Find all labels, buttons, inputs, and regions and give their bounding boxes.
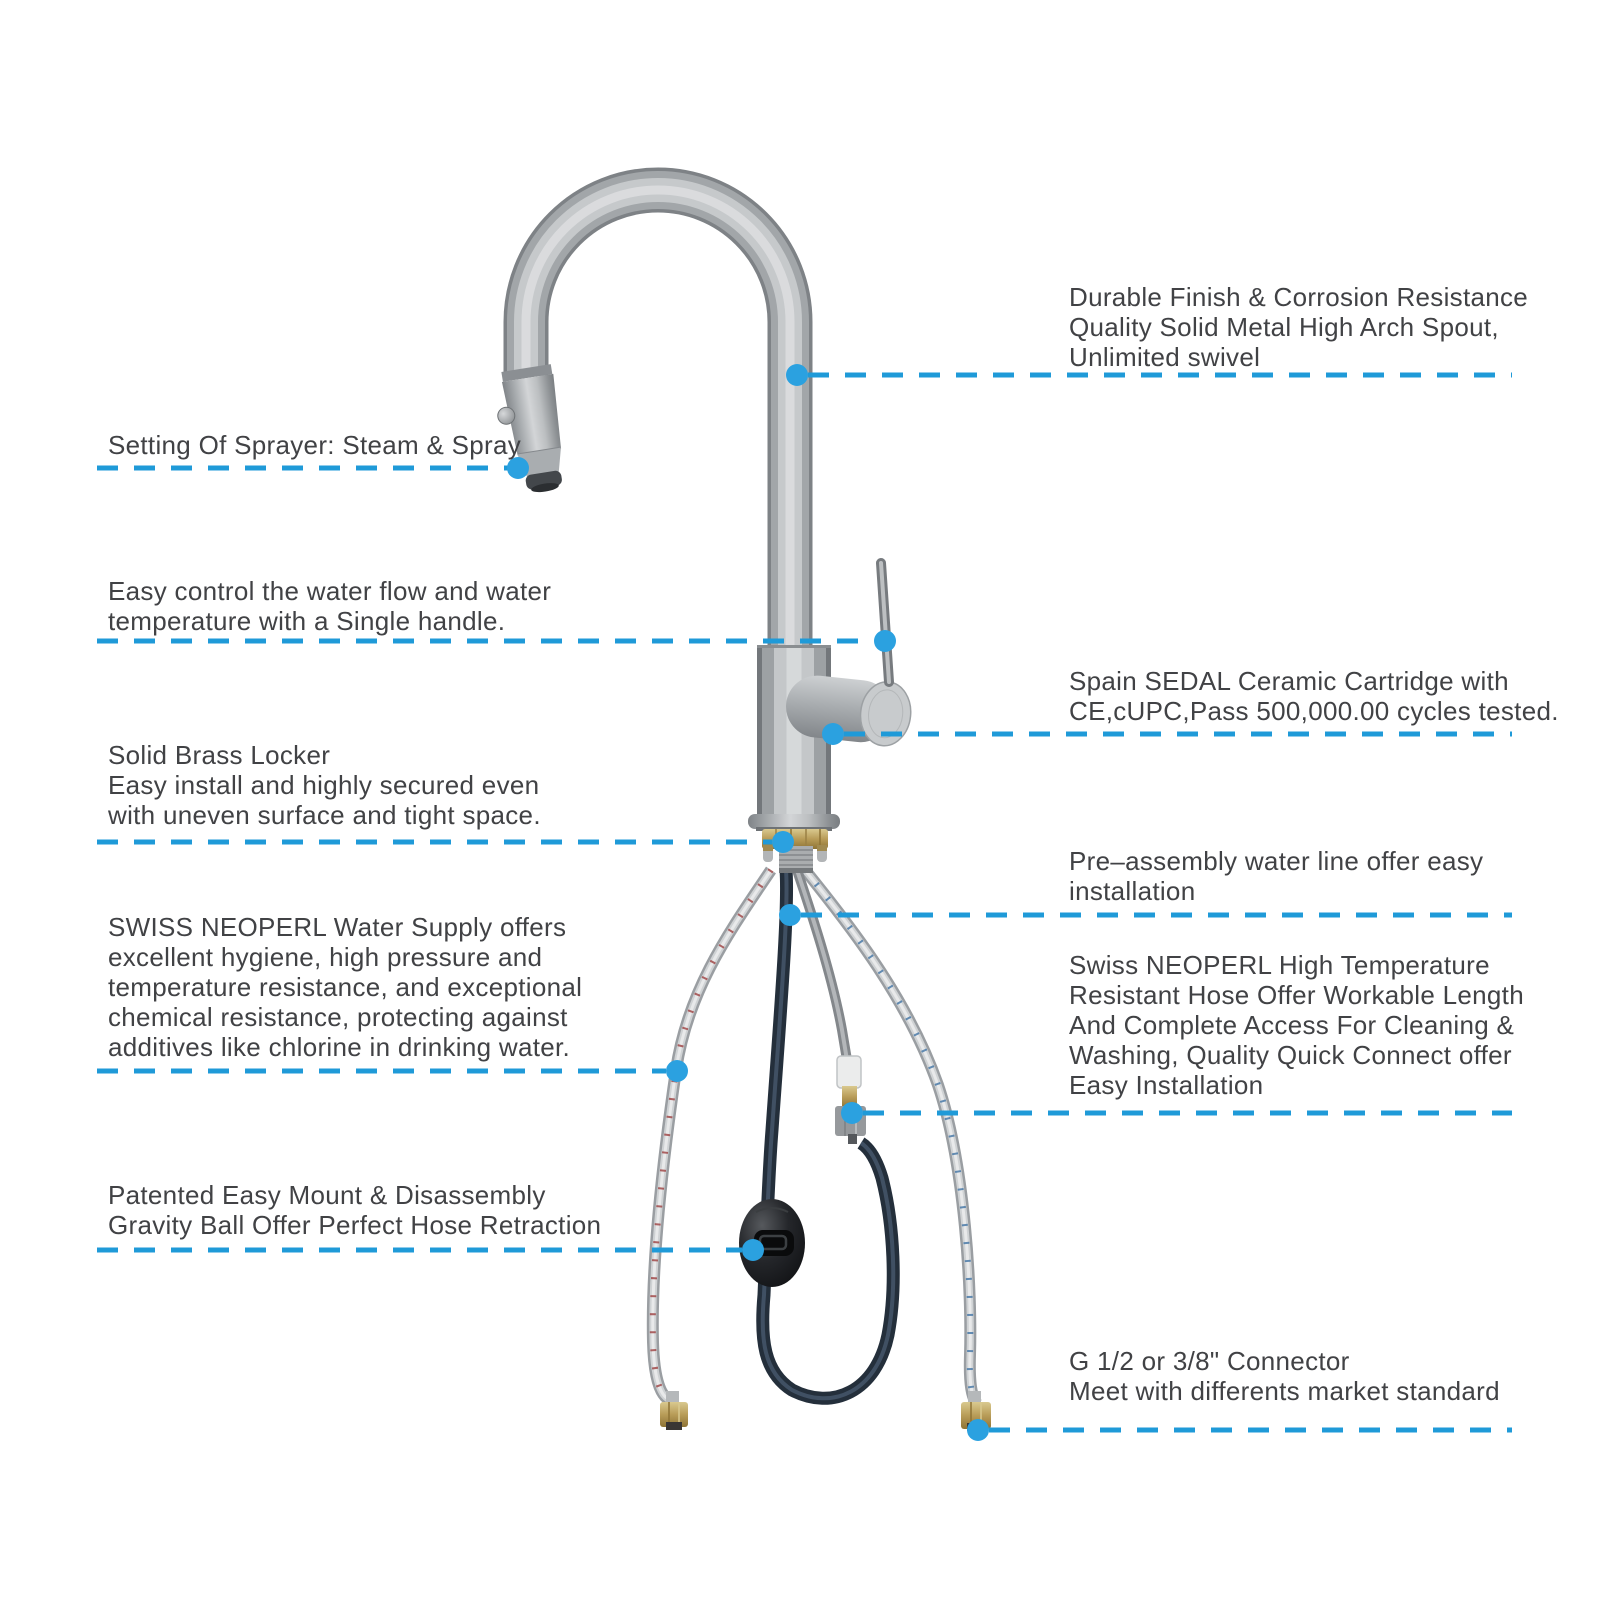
gravity-dot-icon bbox=[742, 1239, 764, 1261]
supply-dot-icon bbox=[666, 1060, 688, 1082]
callout-connector: G 1/2 or 3/8" Connector Meet with differ… bbox=[1069, 1346, 1500, 1406]
callout-single-handle: Easy control the water flow and water te… bbox=[108, 576, 552, 636]
mounting-locker bbox=[762, 829, 828, 873]
sprayer-dot-icon bbox=[507, 457, 529, 479]
waterline-dot-icon bbox=[779, 904, 801, 926]
spout-dot-icon bbox=[786, 364, 808, 386]
callout-ceramic-cartridge: Spain SEDAL Ceramic Cartridge with CE,cU… bbox=[1069, 666, 1559, 726]
cartridge-dot-icon bbox=[822, 723, 844, 745]
callout-resistant-hose: Swiss NEOPERL High Temperature Resistant… bbox=[1069, 950, 1524, 1100]
handle-lever bbox=[876, 558, 894, 687]
locker-dot-icon bbox=[772, 831, 794, 853]
hose-connector-left bbox=[660, 1391, 688, 1430]
pulldown-hose bbox=[756, 869, 900, 1405]
handle-dot-icon bbox=[874, 630, 896, 652]
supply-hose-right bbox=[800, 866, 982, 1408]
faucet-spout-arch bbox=[503, 167, 813, 660]
supply-hose-left bbox=[646, 866, 776, 1406]
callout-brass-locker: Solid Brass Locker Easy install and high… bbox=[108, 740, 541, 830]
callout-water-supply: SWISS NEOPERL Water Supply offers excell… bbox=[108, 912, 583, 1062]
gravity-ball bbox=[739, 1199, 805, 1287]
quick-connector bbox=[835, 1055, 866, 1144]
hose-dot-icon bbox=[841, 1102, 863, 1124]
connector-dot-icon bbox=[967, 1419, 989, 1441]
callout-pre-assembly: Pre–assembly water line offer easy insta… bbox=[1069, 846, 1484, 906]
callout-sprayer-setting: Setting Of Sprayer: Steam & Spray bbox=[108, 430, 522, 460]
cartridge-housing bbox=[786, 675, 912, 747]
callout-gravity-ball: Patented Easy Mount & Disassembly Gravit… bbox=[108, 1180, 602, 1240]
outlet-hose bbox=[792, 868, 852, 1061]
callout-spout-finish: Durable Finish & Corrosion Resistance Qu… bbox=[1069, 282, 1529, 372]
callout-lines bbox=[97, 364, 1512, 1441]
faucet-body bbox=[748, 645, 840, 831]
